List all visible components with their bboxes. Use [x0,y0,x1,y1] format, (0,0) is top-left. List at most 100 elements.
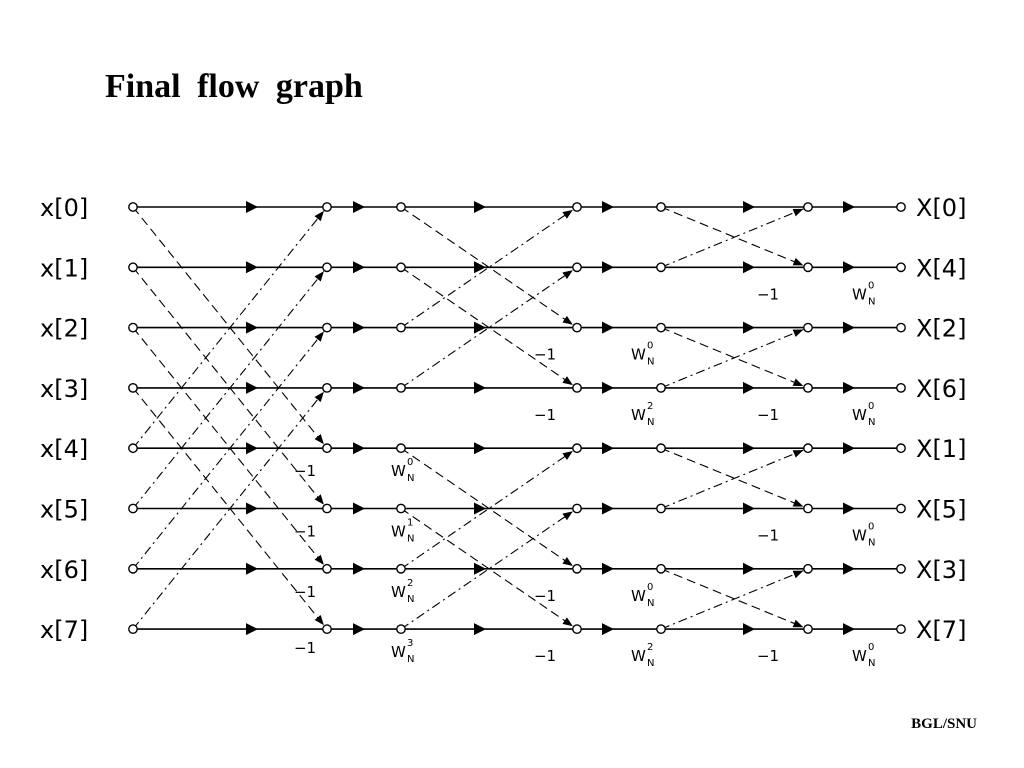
flow-node [322,563,332,574]
flow-node [896,382,906,393]
twiddle-label-exp: 3 [407,638,413,649]
input-label: x[3] [40,375,88,403]
butterfly-line [660,206,804,266]
flow-node [572,503,582,514]
output-label: X[2] [916,315,966,343]
twiddle-label-sub: N [868,296,875,307]
branch-arrow [743,201,755,213]
flow-node [656,262,666,273]
flow-node [396,262,406,273]
flow-node [572,443,582,454]
flow-node [896,563,906,574]
branch-arrow [602,321,614,334]
flow-node [322,322,332,333]
twiddle-label-w: W [631,587,646,605]
butterfly-line [660,568,804,628]
flow-node [128,563,138,574]
branch-arrow [602,442,614,455]
branch-arrow [353,562,365,575]
butterfly-line [400,510,574,630]
twiddle-label-exp: 0 [407,457,413,468]
branch-arrow [843,562,855,575]
branch-arrow [353,201,365,213]
butterfly-line [132,387,325,626]
flow-node [656,563,666,574]
flow-node [572,382,582,393]
twiddle-label-exp: 2 [647,401,653,412]
twiddle-label-w: W [852,406,867,424]
input-label: x[4] [40,435,88,463]
branch-arrow [602,381,614,394]
flow-node [803,202,813,212]
flow-node [572,563,582,574]
flow-node [896,202,906,212]
butterfly-line [400,266,574,386]
branch-arrow [602,201,614,213]
flow-node [322,503,332,514]
branch-arrow [743,502,755,515]
twiddle-label-sub: N [647,417,654,428]
branch-arrow [353,623,365,636]
twiddle-label-exp: 0 [868,642,874,653]
butterfly-line [400,269,574,389]
twiddle-label-sub: N [647,598,654,609]
page-title: Final flow graph [105,68,363,105]
butterfly-line [132,327,325,566]
twiddle-label-sub: N [868,538,875,549]
flow-node [803,262,813,273]
flow-node [896,322,906,333]
minus-one-label: −1 [534,587,556,605]
minus-one-label: −1 [534,406,556,424]
branch-arrow [602,502,614,515]
twiddle-label-exp: 0 [868,401,874,412]
flow-node [803,322,813,333]
branch-arrow [246,442,258,455]
branch-arrow [474,442,486,455]
flow-node [656,322,666,333]
flow-node [396,563,406,574]
twiddle-label-sub: N [407,594,414,605]
flow-node [396,382,406,393]
butterfly-line [660,208,804,268]
footer-credit: BGL/SNU [911,716,977,732]
twiddle-label-w: W [852,285,867,303]
butterfly-line [400,209,574,329]
flow-node [128,624,138,634]
twiddle-label-sub: N [407,654,414,665]
butterfly-line [400,450,574,570]
output-label: X[5] [916,496,966,524]
twiddle-label-sub: N [868,658,875,669]
branch-arrow [474,623,486,636]
minus-one-label: −1 [294,523,316,541]
branch-arrow [353,321,365,334]
branch-arrow [743,261,755,274]
output-label: X[3] [916,556,966,584]
branch-arrow [474,261,486,274]
flow-node [656,202,666,212]
minus-one-label: −1 [757,285,779,303]
minus-one-label: −1 [294,583,316,601]
branch-arrow [246,261,258,274]
twiddle-label-w: W [391,643,406,661]
branch-arrow [353,442,365,455]
branch-arrow [743,562,755,575]
input-label: x[0] [40,194,88,222]
flow-node [572,202,582,212]
output-label: X[4] [916,254,966,282]
butterfly-line [132,270,325,509]
flow-node [896,503,906,514]
twiddle-label-w: W [852,527,867,545]
minus-one-label: −1 [757,527,779,545]
flow-node [396,503,406,514]
flow-node [803,443,813,454]
branch-arrow [353,381,365,394]
flow-node [572,322,582,333]
twiddle-label-w: W [631,647,646,665]
branch-arrow [843,381,855,394]
input-label: x[5] [40,496,88,524]
twiddle-label-exp: 0 [868,280,874,291]
branch-arrow [843,442,855,455]
flow-node [803,563,813,574]
branch-arrow [843,321,855,334]
butterfly-line [660,328,804,389]
